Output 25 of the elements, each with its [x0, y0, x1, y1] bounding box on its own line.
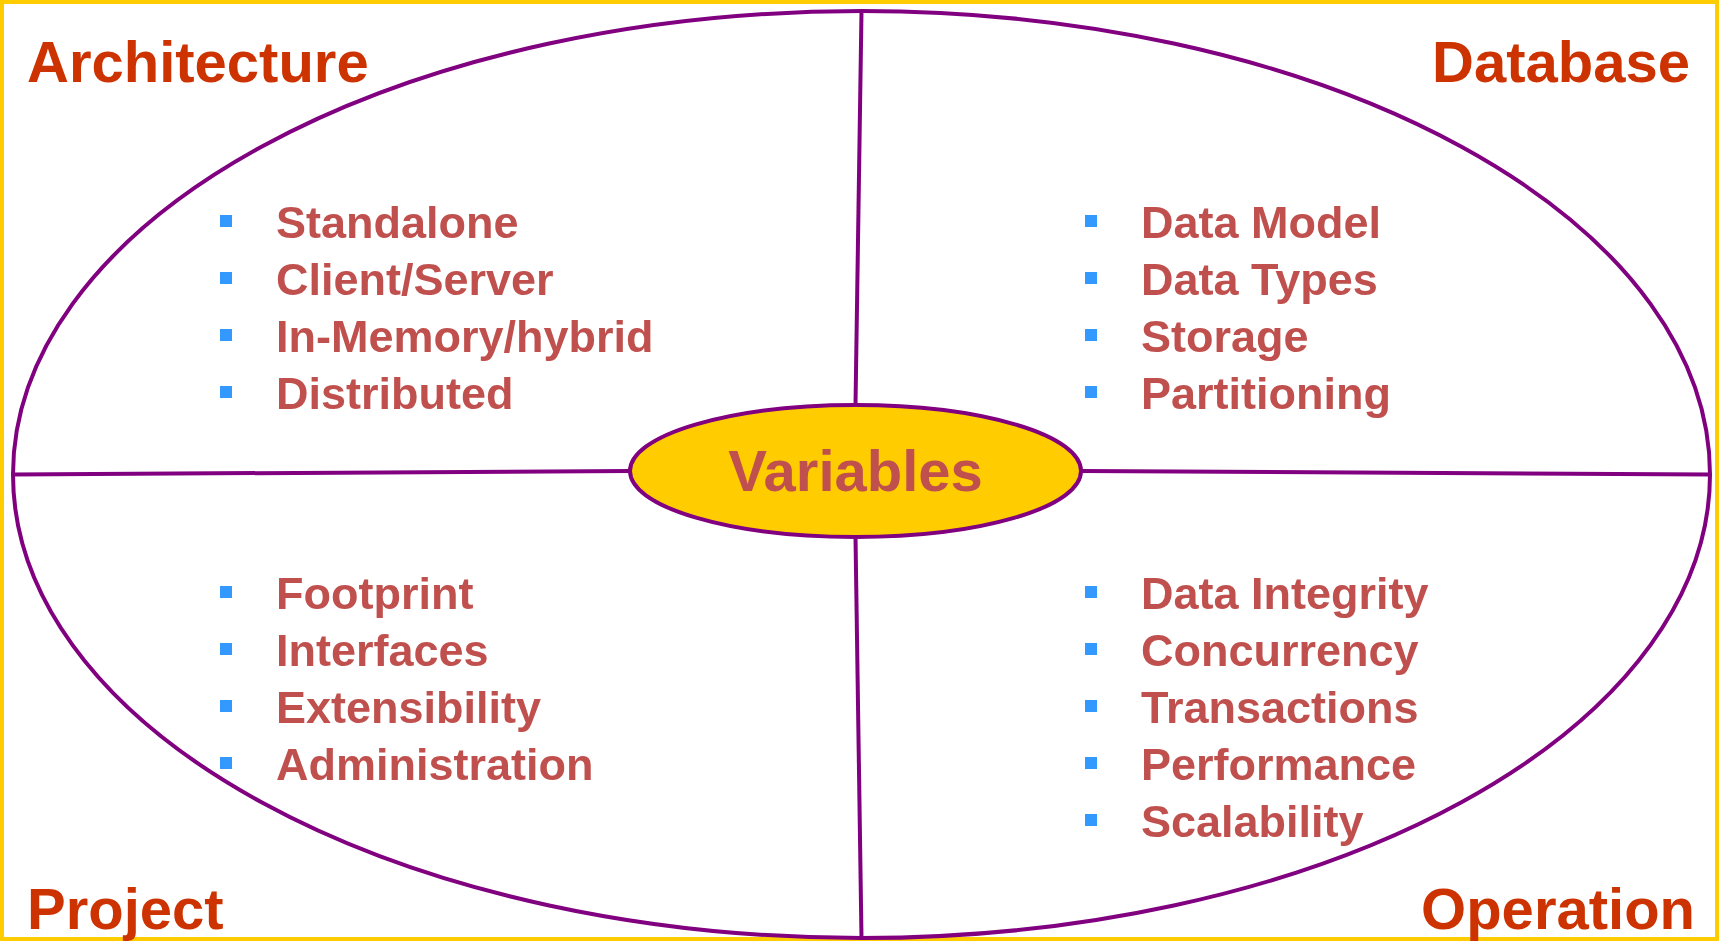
list-item: Interfaces [276, 628, 489, 673]
list-item: Partitioning [1141, 371, 1391, 416]
list-item: Data Types [1141, 257, 1378, 302]
list-item: Storage [1141, 314, 1309, 359]
list-item: Scalability [1141, 799, 1364, 844]
list-item: Distributed [276, 371, 514, 416]
divider-line [853, 10, 864, 406]
list-item: Administration [276, 742, 594, 787]
divider-line [853, 536, 864, 939]
list-item: Data Integrity [1141, 571, 1429, 616]
divider-line [13, 469, 630, 477]
list-item: Transactions [1141, 685, 1419, 730]
list-item: Data Model [1141, 200, 1382, 245]
list-item: Performance [1141, 742, 1417, 787]
center-ellipse [628, 403, 1083, 539]
list-item: In-Memory/hybrid [276, 314, 654, 359]
list-item: Concurrency [1141, 628, 1419, 673]
list-item: Extensibility [276, 685, 542, 730]
divider-line [1081, 469, 1710, 477]
quadrant-title: Database [1432, 33, 1690, 91]
node-label: Variables [727, 442, 984, 500]
quadrant-title: Architecture [27, 33, 369, 91]
list-item: Footprint [276, 571, 474, 616]
list-item: Client/Server [276, 257, 554, 302]
list-item: Standalone [276, 200, 519, 245]
